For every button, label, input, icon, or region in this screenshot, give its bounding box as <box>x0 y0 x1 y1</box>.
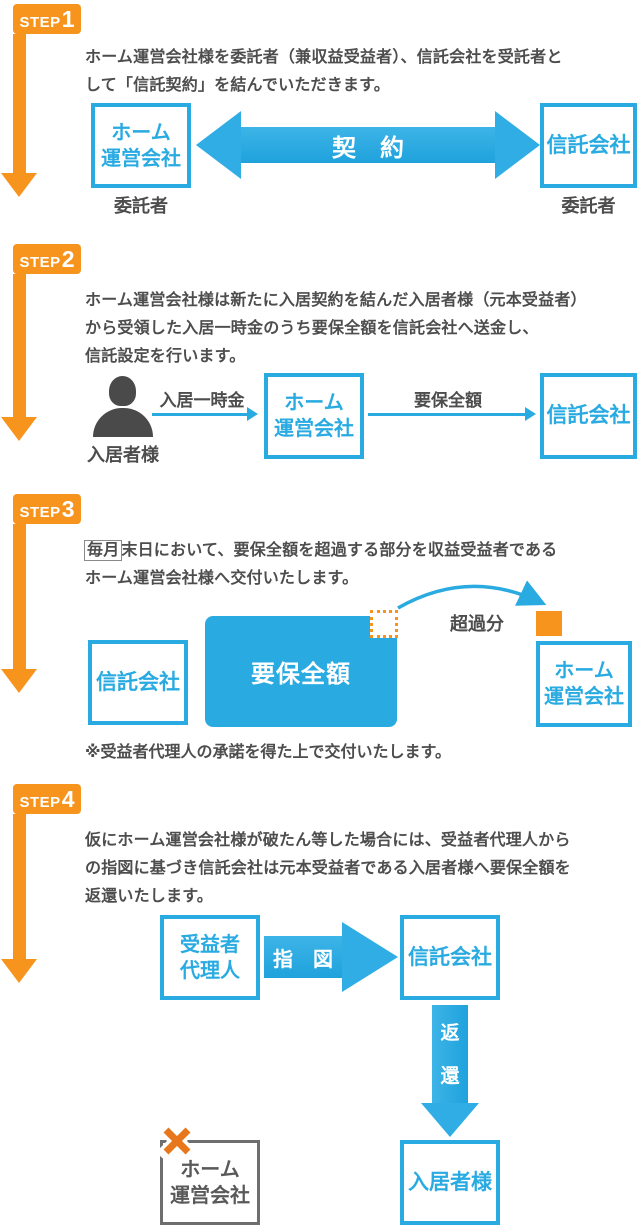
step4-badge-number: 4 <box>61 786 75 812</box>
double-arrow-left-head-icon <box>196 111 241 179</box>
step1-flow-arrow-stem <box>13 34 26 173</box>
step1-home-operator-line1: ホーム <box>111 121 171 144</box>
refund-arrow-label: 返 還 <box>432 1018 468 1088</box>
step1-home-operator-line2: 運営会社 <box>101 147 181 170</box>
step4-flow-arrow-stem <box>13 814 26 959</box>
step1-desc-line2: して「信託契約」を結んでいただきます。 <box>85 77 390 94</box>
step3-desc-line1: 末日において、要保全額を超過する部分を収益受益者である <box>121 542 558 559</box>
excess-portion-dotted-box <box>370 610 398 638</box>
bankruptcy-x-icon <box>159 1123 195 1159</box>
step4-failed-home-operator-line1: ホーム <box>180 1158 240 1181</box>
contract-double-arrow: 契 約 <box>196 110 540 180</box>
step3-description: 毎月末日において、要保全額を超過する部分を収益受益者である ホーム運営会社様へ交… <box>83 537 605 593</box>
step1-left-role-label: 委託者 <box>114 196 168 216</box>
step2-trust-company-label: 信託会社 <box>546 404 631 427</box>
step4-flow-arrow-head-icon <box>1 959 37 983</box>
step2-desc-line2: から受領した入居一時金のうち要保全額を信託会社へ送金し、 <box>85 320 539 337</box>
step2-desc-line1: ホーム運営会社様は新たに入居契約を結んだ入居者様（元本受益者） <box>85 292 587 309</box>
step2-trust-company-box: 信託会社 <box>540 373 637 459</box>
step3-reserve-amount-box: 要保全額 <box>205 616 397 727</box>
instruction-arrow: 指 図 <box>264 922 398 992</box>
step2-home-operator-line1: ホーム <box>284 392 344 414</box>
step4-description: 仮にホーム運営会社様が破たん等した場合には、受益者代理人から の指図に基づき信託… <box>85 827 605 911</box>
step3-badge-number: 3 <box>61 496 75 522</box>
contract-arrow-label: 契 約 <box>332 134 404 162</box>
step3-home-operator-box: ホーム 運営会社 <box>536 641 632 727</box>
step4-beneficiary-agent-box: 受益者 代理人 <box>160 915 260 1000</box>
step2-flow-arrow-stem <box>13 274 26 417</box>
step4-resident-box: 入居者様 <box>400 1140 500 1225</box>
step2-reserve-label: 要保全額 <box>414 391 482 410</box>
step4-failed-home-operator-box: ホーム 運営会社 <box>160 1140 260 1225</box>
step3-flow-arrow-stem <box>13 524 26 669</box>
refund-arrow-stem <box>432 1005 468 1104</box>
step3-trust-company-label: 信託会社 <box>96 670 180 694</box>
step4-beneficiary-agent-line1: 受益者 <box>180 933 240 956</box>
step2-lump-sum-label: 入居一時金 <box>159 391 245 410</box>
refund-arrow-head-icon <box>421 1103 479 1137</box>
step3-reserve-amount-label: 要保全額 <box>251 661 351 688</box>
step4-failed-home-operator-line2: 運営会社 <box>170 1184 250 1207</box>
step2-resident-label: 入居者様 <box>87 445 159 465</box>
step3-home-operator-line1: ホーム <box>554 660 614 682</box>
step3-home-operator-line2: 運営会社 <box>544 686 624 708</box>
step4-badge-prefix: STEP <box>19 794 61 811</box>
step2-home-operator-box: ホーム 運営会社 <box>264 373 364 459</box>
step1-home-operator-box: ホーム 運営会社 <box>91 103 191 188</box>
person-silhouette-icon <box>92 376 154 437</box>
step4-beneficiary-agent-line2: 代理人 <box>180 959 240 982</box>
step1-trust-company-box: 信託会社 <box>540 103 637 188</box>
step3-desc-line2: ホーム運営会社様へ交付いたします。 <box>85 570 359 587</box>
step3-trust-company-box: 信託会社 <box>88 640 188 725</box>
step2-desc-line3: 信託設定を行います。 <box>85 348 246 365</box>
step2-badge-number: 2 <box>61 246 75 272</box>
step3-excess-label: 超過分 <box>450 614 504 634</box>
step3-badge-prefix: STEP <box>19 504 61 521</box>
step4-trust-company-box: 信託会社 <box>400 915 500 1000</box>
step1-badge-prefix: STEP <box>19 14 61 31</box>
step2-badge-prefix: STEP <box>19 254 61 271</box>
step4-desc-line2: の指図に基づき信託会社は元本受益者である入居者様へ要保全額を <box>85 860 571 877</box>
step3-note: ※受益者代理人の承諾を得た上で交付いたします。 <box>85 744 451 761</box>
instruction-arrow-head-icon <box>342 922 398 992</box>
step2-reserve-arrow <box>368 407 536 421</box>
step1-trust-company-label: 信託会社 <box>546 133 631 157</box>
step1-flow-arrow-head-icon <box>1 173 37 197</box>
excess-portion-square-icon <box>536 611 562 636</box>
step1-description: ホーム運営会社様を委託者（兼収益受益者）、信託会社を受託者と して「信託契約」を… <box>85 44 605 100</box>
step4-desc-line3: 返還いたします。 <box>85 888 214 905</box>
step3-flow-arrow-head-icon <box>1 669 37 693</box>
step2-lump-sum-arrow <box>152 407 258 421</box>
refund-label-char2: 還 <box>440 1066 460 1087</box>
step1-right-role-label: 委託者 <box>561 196 616 216</box>
step4-trust-company-label: 信託会社 <box>408 945 492 969</box>
step2-flow-arrow-head-icon <box>1 417 37 441</box>
step4-desc-line1: 仮にホーム運営会社様が破たん等した場合には、受益者代理人から <box>85 832 571 849</box>
step4-resident-label: 入居者様 <box>408 1170 492 1194</box>
excess-transfer-arrow-icon <box>397 580 547 610</box>
step2-home-operator-line2: 運営会社 <box>274 418 354 440</box>
double-arrow-right-head-icon <box>495 111 540 179</box>
step2-description: ホーム運営会社様は新たに入居契約を結んだ入居者様（元本受益者） から受領した入居… <box>85 287 605 371</box>
instruction-arrow-label: 指 図 <box>273 948 333 971</box>
step1-desc-line1: ホーム運営会社様を委託者（兼収益受益者）、信託会社を受託者と <box>85 49 563 66</box>
step3-highlighted-word: 毎月 <box>83 540 123 561</box>
step1-badge-number: 1 <box>61 6 75 32</box>
refund-label-char1: 返 <box>440 1023 460 1044</box>
